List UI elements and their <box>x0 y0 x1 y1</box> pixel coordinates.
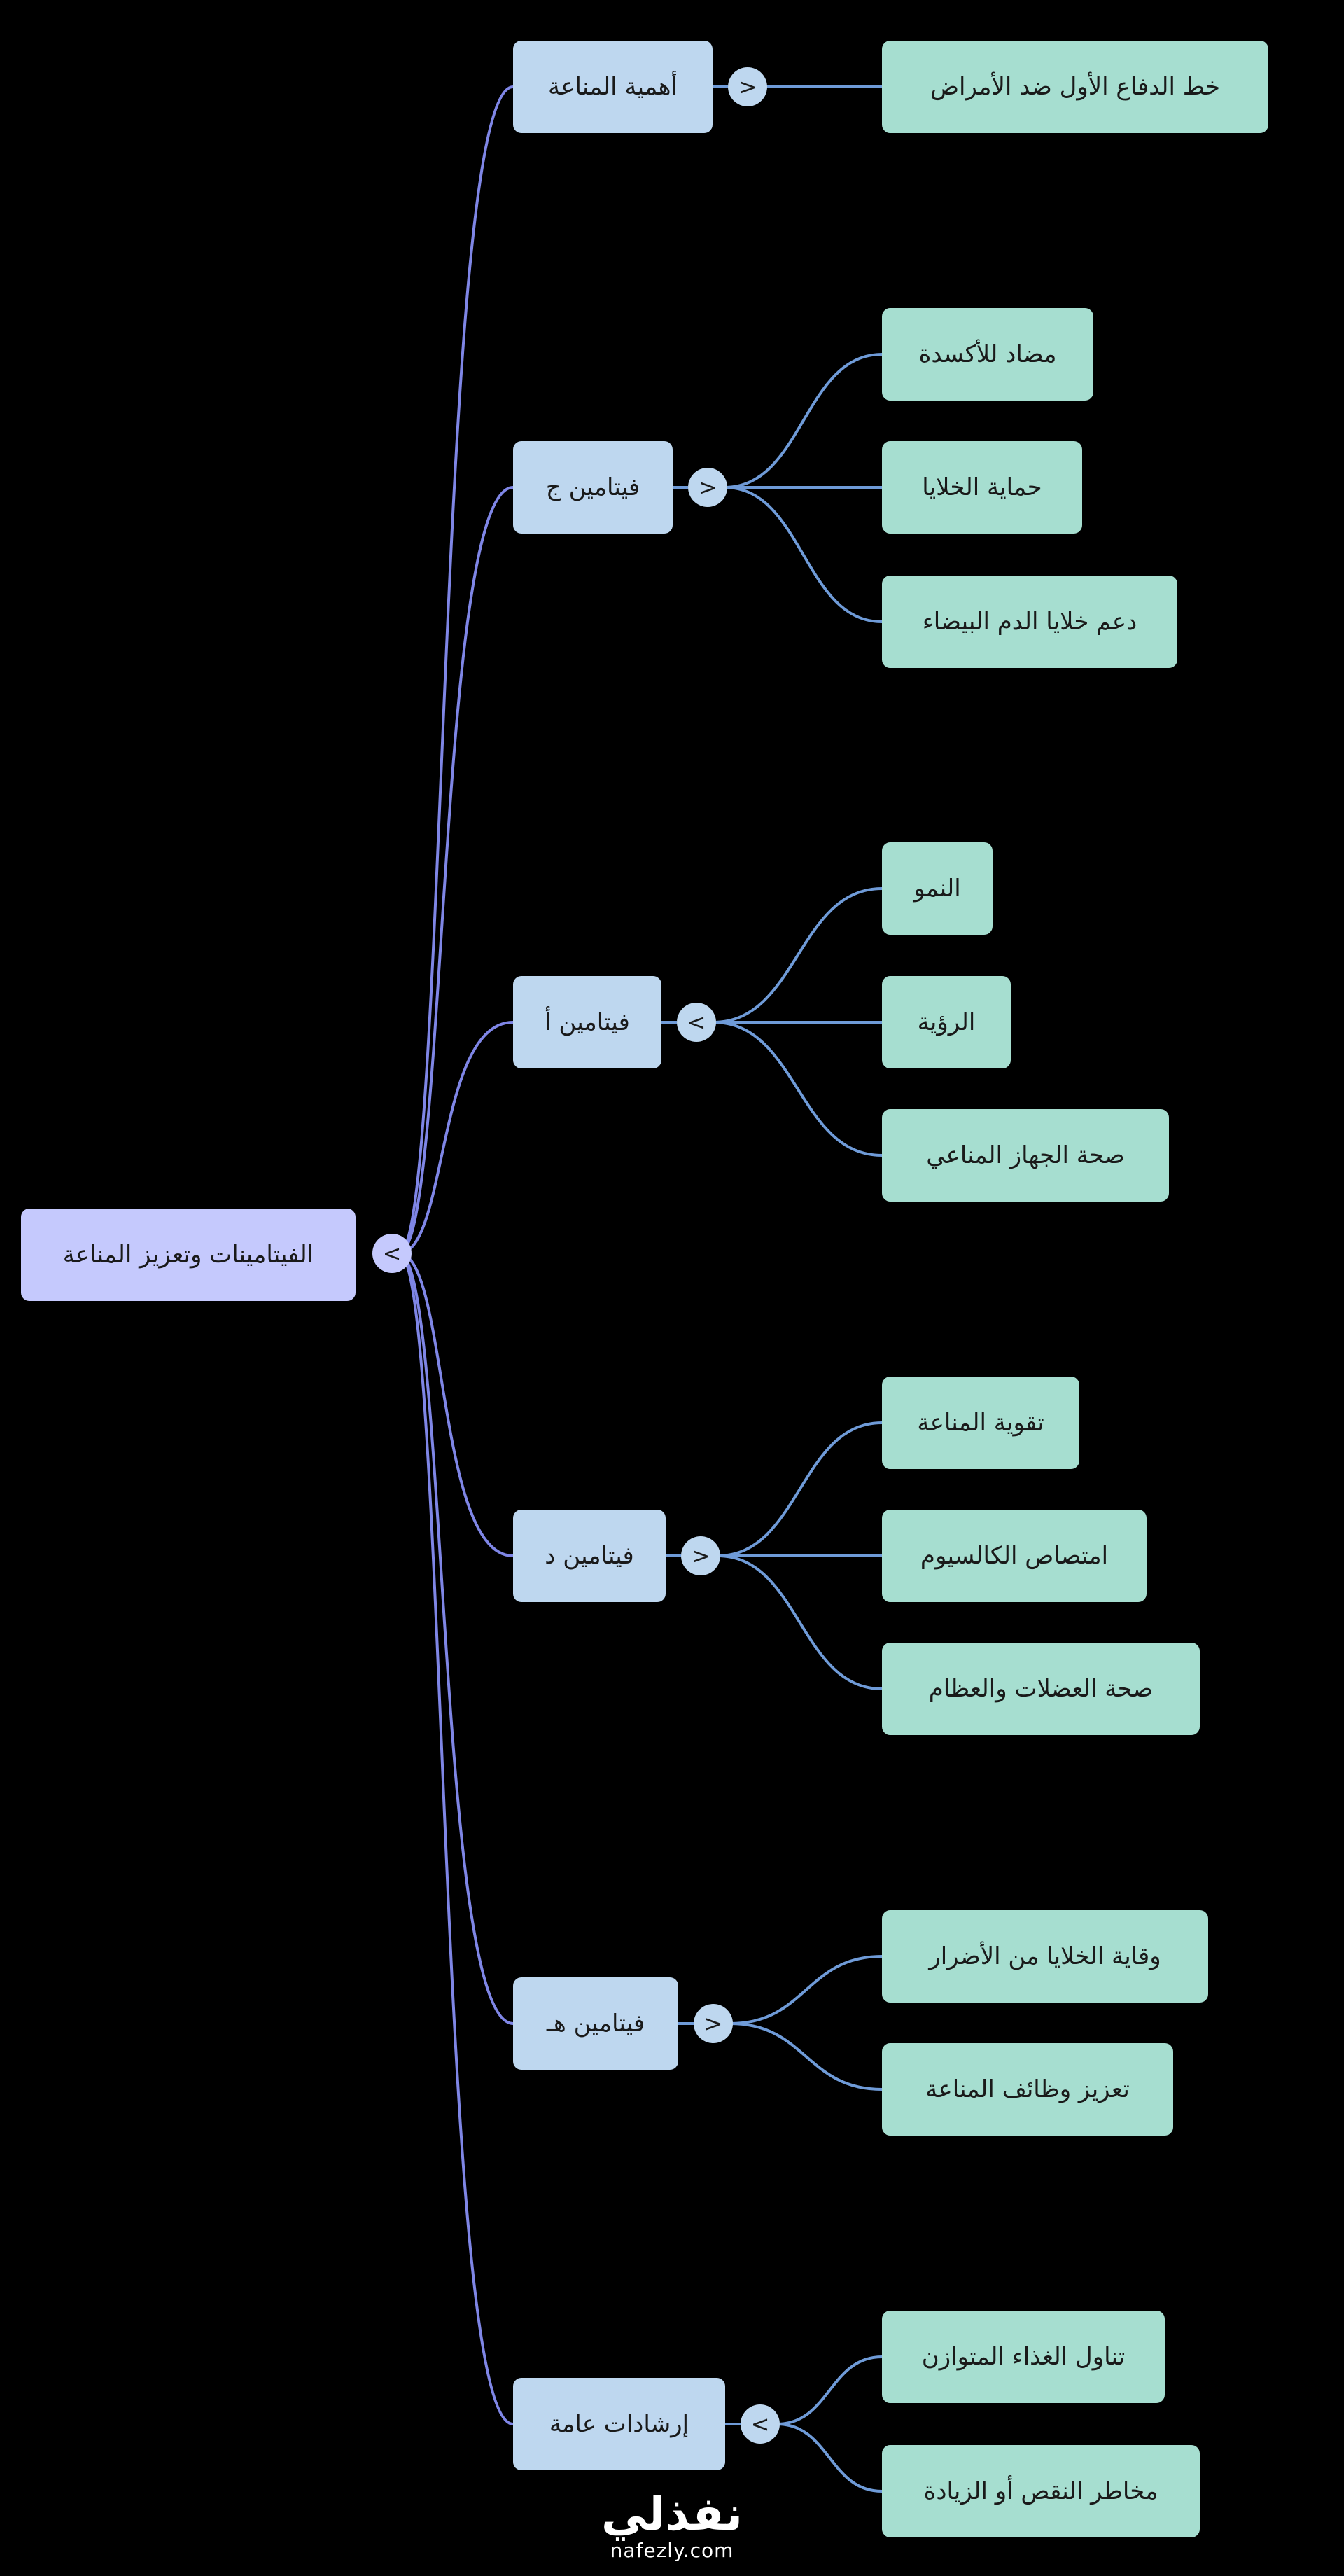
leaf-node: صحة العضلات والعظام <box>882 1643 1200 1735</box>
branch-label: فيتامين هـ <box>546 2010 645 2038</box>
leaf-label: صحة العضلات والعظام <box>928 1675 1154 1703</box>
chevron-icon: > <box>738 74 757 100</box>
branch-node: أهمية المناعة <box>513 41 713 133</box>
branch-node: فيتامين ج <box>513 441 673 534</box>
leaf-node: امتصاص الكالسيوم <box>882 1510 1147 1602</box>
leaf-node: النمو <box>882 842 993 935</box>
leaf-label: النمو <box>913 875 961 903</box>
leaf-edge <box>776 2355 883 2425</box>
root-label: الفيتامينات وتعزيز المناعة <box>62 1241 314 1269</box>
root-edge <box>398 1252 514 2025</box>
leaf-edge <box>713 887 883 1024</box>
leaf-edge <box>713 1021 883 1157</box>
branch-collapse-toggle[interactable]: > <box>728 67 767 106</box>
branch-collapse-toggle[interactable]: > <box>694 2004 733 2043</box>
branch-label: أهمية المناعة <box>548 73 678 101</box>
leaf-edge <box>729 1955 883 2025</box>
root-edge <box>398 1252 514 1557</box>
branch-collapse-toggle[interactable]: < <box>677 1003 716 1042</box>
branch-node: فيتامين د <box>513 1510 666 1602</box>
leaf-edge <box>717 1421 883 1557</box>
leaf-node: وقاية الخلايا من الأضرار <box>882 1910 1208 2003</box>
leaf-node: مضاد للأكسدة <box>882 308 1093 401</box>
root-node: الفيتامينات وتعزيز المناعة <box>21 1209 356 1301</box>
leaf-node: خط الدفاع الأول ضد الأمراض <box>882 41 1268 133</box>
leaf-node: حماية الخلايا <box>882 441 1082 534</box>
leaf-node: تقوية المناعة <box>882 1377 1079 1469</box>
chevron-icon: > <box>691 1543 710 1569</box>
leaf-label: خط الدفاع الأول ضد الأمراض <box>930 73 1221 101</box>
root-edge <box>398 85 514 1255</box>
leaf-label: مخاطر النقص أو الزيادة <box>923 2477 1158 2505</box>
leaf-edge <box>724 353 883 489</box>
leaf-node: مخاطر النقص أو الزيادة <box>882 2445 1200 2537</box>
leaf-label: مضاد للأكسدة <box>918 340 1057 368</box>
leaf-label: حماية الخلايا <box>922 473 1042 501</box>
leaf-node: صحة الجهاز المناعي <box>882 1109 1169 1202</box>
leaf-label: تعزيز وظائف المناعة <box>925 2075 1130 2103</box>
branch-collapse-toggle[interactable]: > <box>688 468 727 507</box>
root-edge <box>398 1252 514 2425</box>
leaf-node: تعزيز وظائف المناعة <box>882 2043 1173 2136</box>
watermark-logo: نفذلي nafezly.com <box>596 2490 748 2563</box>
branch-collapse-toggle[interactable]: > <box>681 1536 720 1575</box>
leaf-label: الرؤية <box>917 1008 976 1036</box>
chevron-icon: < <box>687 1009 706 1036</box>
root-edge <box>398 486 514 1255</box>
branch-label: فيتامين أ <box>545 1008 630 1036</box>
leaf-label: وقاية الخلايا من الأضرار <box>929 1942 1161 1970</box>
leaf-edge <box>717 1554 883 1690</box>
leaf-edge <box>729 2022 883 2091</box>
watermark-latin: nafezly.com <box>610 2539 734 2562</box>
leaf-edge <box>724 486 883 623</box>
branch-node: فيتامين أ <box>513 976 662 1068</box>
branch-label: فيتامين د <box>545 1542 634 1570</box>
branch-label: إرشادات عامة <box>549 2410 690 2438</box>
leaf-node: الرؤية <box>882 976 1011 1068</box>
root-edge <box>398 1021 514 1255</box>
leaf-edge <box>776 2423 883 2493</box>
leaf-node: تناول الغذاء المتوازن <box>882 2311 1165 2403</box>
chevron-icon: < <box>382 1240 402 1267</box>
watermark-arabic: نفذلي <box>601 2487 743 2541</box>
branch-node: فيتامين هـ <box>513 1977 678 2070</box>
leaf-label: صحة الجهاز المناعي <box>926 1141 1125 1169</box>
root-collapse-toggle[interactable]: < <box>372 1234 412 1273</box>
leaf-label: دعم خلايا الدم البيضاء <box>922 608 1138 636</box>
leaf-node: دعم خلايا الدم البيضاء <box>882 576 1177 668</box>
leaf-label: تقوية المناعة <box>917 1409 1044 1437</box>
chevron-icon: > <box>698 474 718 501</box>
branch-collapse-toggle[interactable]: < <box>741 2404 780 2444</box>
leaf-label: امتصاص الكالسيوم <box>920 1542 1109 1570</box>
branch-label: فيتامين ج <box>545 473 640 501</box>
chevron-icon: > <box>704 2010 723 2037</box>
chevron-icon: < <box>750 2411 770 2437</box>
leaf-label: تناول الغذاء المتوازن <box>921 2343 1126 2371</box>
branch-node: إرشادات عامة <box>513 2378 725 2470</box>
